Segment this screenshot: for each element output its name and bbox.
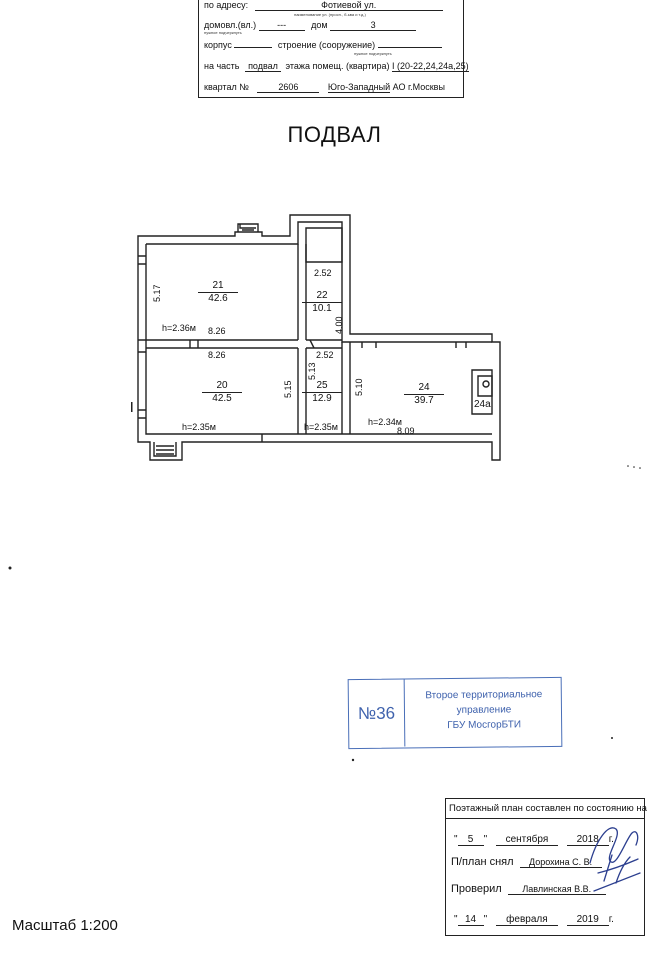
dim-252-mid: 2.52 <box>316 350 334 360</box>
stamp-number: №36 <box>348 679 406 748</box>
part-value: подвал <box>245 61 281 72</box>
kvartal-value: 2606 <box>257 82 320 93</box>
dim-252-top: 2.52 <box>314 268 332 278</box>
room-24-number: 24 <box>418 382 430 393</box>
signature-icon <box>589 827 641 892</box>
house-label: домовл.(вл.) <box>204 20 257 30</box>
month-2: февраля <box>495 915 558 926</box>
dim-513: 5.13 <box>307 362 317 380</box>
room-25-area: 12.9 <box>302 392 342 404</box>
state-line: Поэтажный план составлен по состоянию на <box>449 803 647 814</box>
day-1: 5 <box>457 835 484 846</box>
room-25-number: 25 <box>316 380 328 391</box>
year-2-suffix: г. <box>608 914 614 925</box>
dim-510: 5.10 <box>354 378 364 396</box>
month-1: сентября <box>495 835 558 846</box>
street-value: Фотиевой ул. <box>254 0 443 11</box>
room-24-area: 39.7 <box>404 394 444 406</box>
year-1: 2018 <box>566 835 609 846</box>
page-title: ПОДВАЛ <box>287 122 382 147</box>
height-21: h=2.36м <box>162 323 196 333</box>
dim-515: 5.15 <box>283 380 293 398</box>
dim-400: 4.00 <box>334 316 344 334</box>
city-value: АО г.Москвы <box>392 82 445 92</box>
house-caption: нужное подчеркнуть <box>204 30 242 35</box>
plan-status-box: Поэтажный план составлен по состоянию на… <box>445 798 647 936</box>
stroenie-caption: нужное подчеркнуть <box>354 51 392 56</box>
removed-label: П/план снял <box>451 856 514 868</box>
checked-label: Проверил <box>451 883 502 895</box>
room-22-number: 22 <box>316 290 328 301</box>
part-label: на часть <box>204 61 240 71</box>
year-2: 2019 <box>566 915 609 926</box>
dim-826-top: 8.26 <box>208 326 226 336</box>
room-24a-label: 24а <box>474 399 491 410</box>
kvartal-label: квартал № <box>204 82 249 92</box>
address-header-box: по адресу: Фотиевой ул. наименование ул.… <box>198 0 469 98</box>
stamp-line-3: ГБУ МосгорБТИ <box>447 719 522 732</box>
street-caption: наименование ул. (просп., б-ьва и т.д.) <box>294 12 366 17</box>
stroenie-label: строение (сооружение) <box>277 40 376 50</box>
part-rest: этажа помещ. (квартира) <box>285 61 390 71</box>
dom-value: 3 <box>330 20 417 31</box>
height-20: h=2.35м <box>182 422 216 432</box>
scale-label: Масштаб 1:200 <box>12 917 118 934</box>
removed-by: Дорохина С. В. <box>519 857 602 868</box>
bti-stamp: №36 Второе территориальное управление ГБ… <box>347 676 563 750</box>
stamp-line-1: Второе территориальное <box>425 689 543 702</box>
stamp-text: Второе территориальное управление ГБУ Мо… <box>407 687 561 734</box>
dim-826-bottom: 8.26 <box>208 350 226 360</box>
room-20-number: 20 <box>216 380 228 391</box>
room-21-number: 21 <box>212 280 224 291</box>
checked-by: Лавлинская В.В. <box>507 884 606 895</box>
day-2: 14 <box>457 915 484 926</box>
room-21-area: 42.6 <box>198 292 238 304</box>
korpus-label: корпус <box>204 40 232 50</box>
part-rooms: I (20-22,24,24а,25) <box>392 61 469 72</box>
dim-517: 5.17 <box>152 284 162 302</box>
room-22-area: 10.1 <box>302 302 342 314</box>
dom-label: дом <box>311 20 328 30</box>
height-25: h=2.35м <box>304 422 338 432</box>
year-1-suffix: г. <box>608 834 614 845</box>
dim-809: 8.09 <box>397 426 415 436</box>
stamp-line-2: управление <box>456 704 512 716</box>
district-value: Юго-Западный <box>327 82 391 93</box>
address-label: по адресу: <box>204 0 249 10</box>
height-24: h=2.34м <box>368 417 402 427</box>
house-value: --- <box>258 20 305 31</box>
room-20-area: 42.5 <box>202 392 242 404</box>
